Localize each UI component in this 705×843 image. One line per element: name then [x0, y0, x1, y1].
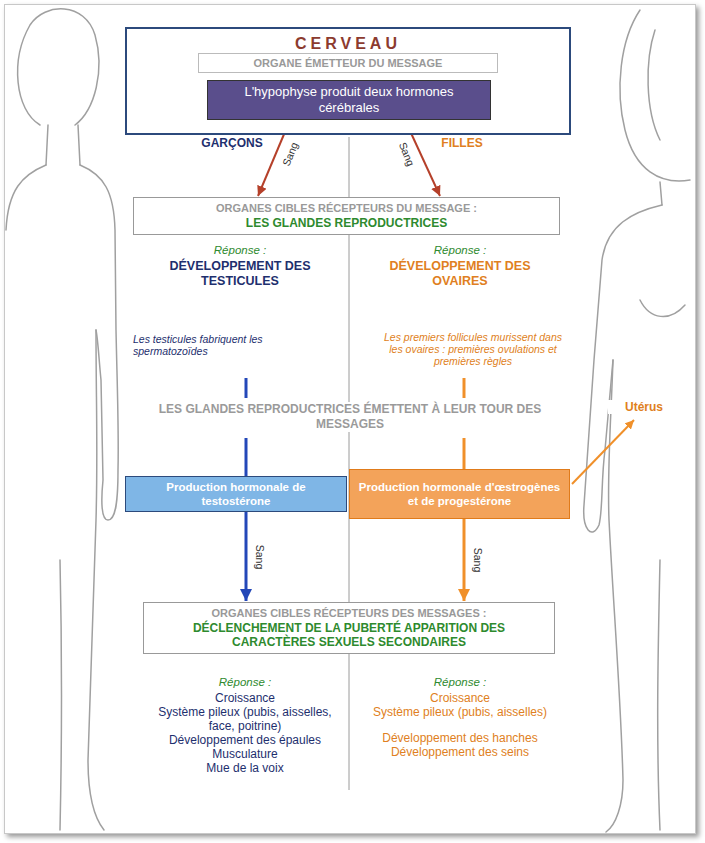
- response-text: DÉVELOPPEMENT DES TESTICULES: [150, 259, 330, 289]
- note-text: Les premiers follicules murissent dans l…: [378, 331, 568, 367]
- text-column: Réponse : CroissanceSystème pileux (pubis…: [145, 676, 345, 775]
- boy-leg: [88, 330, 104, 830]
- edge-label: Sang: [254, 542, 266, 571]
- girl-leg: [606, 360, 623, 832]
- edge-label: Sang: [472, 546, 484, 575]
- girl-inner-leg: [658, 560, 660, 830]
- trait-item: Développement des hanches: [382, 731, 537, 745]
- pituitary-box: L'hypophyse produit deux hormones cérébr…: [207, 80, 491, 120]
- text-column: Réponse : DÉVELOPPEMENT DES OVAIRES: [375, 244, 545, 289]
- organ-label: Utérus: [608, 400, 680, 414]
- boy-neck: [46, 125, 80, 165]
- blood-arrow: [463, 519, 466, 601]
- group-label: FILLES: [422, 136, 502, 150]
- boy-head: [18, 9, 99, 125]
- trait-item: Développement des seins: [391, 745, 529, 759]
- response-label: Réponse :: [434, 244, 486, 256]
- trait-item: Système pileux (pubis, aisselles): [373, 705, 547, 719]
- boy-arm: [80, 165, 118, 520]
- girl-neck: [660, 182, 662, 205]
- response-label: Réponse :: [214, 244, 266, 256]
- boy-shoulder: [6, 165, 46, 230]
- box-body: DÉCLENCHEMENT DE LA PUBERTÉ APPARITION D…: [150, 621, 548, 649]
- boys-flow-line: [245, 378, 248, 398]
- estrogen-box: Production hormonale d'œstrogènes et de …: [349, 469, 570, 519]
- edge-label: Sang: [396, 139, 418, 170]
- trait-item: Croissance: [430, 691, 490, 705]
- girls-flow-line: [463, 378, 466, 398]
- testosterone-box: Production hormonale de testostérone: [125, 476, 347, 512]
- target-glands-box: ORGANES CIBLES RÉCEPTEURS DU MESSAGE : LE…: [133, 197, 560, 235]
- girl-chest: [640, 300, 685, 316]
- girl-hair: [620, 10, 690, 181]
- girl-arm: [584, 205, 662, 532]
- response-label: Réponse :: [219, 676, 271, 688]
- box-body: LES GLANDES REPRODUCTRICES: [140, 216, 553, 230]
- note-text: Les testicules fabriquent les spermatozo…: [133, 333, 308, 357]
- box-title: Production hormonale de testostérone: [132, 480, 340, 508]
- box-title: ORGANE ÉMETTEUR DU MESSAGE: [203, 57, 493, 69]
- box-title: CERVEAU: [127, 35, 569, 53]
- trait-item: Système pileux (pubis, aisselles, face, …: [145, 705, 345, 733]
- girl-face: [648, 30, 660, 140]
- uterus-arrow: [572, 420, 634, 484]
- emitter-caption-box: ORGANE ÉMETTEUR DU MESSAGE: [198, 53, 498, 73]
- boys-flow-line: [245, 438, 248, 476]
- brain-panel: CERVEAU ORGANE ÉMETTEUR DU MESSAGE L'hypop…: [125, 27, 571, 135]
- puberty-box: ORGANES CIBLES RÉCEPTEURS DES MESSAGES :…: [143, 602, 555, 654]
- trait-item: Croissance: [215, 691, 275, 705]
- boy-inner-leg: [60, 560, 62, 830]
- stage-caption: LES GLANDES REPRODUCTRICES ÉMETTENT À LE…: [140, 402, 560, 432]
- trait-item: Mue de la voix: [206, 761, 283, 775]
- response-text: DÉVELOPPEMENT DES OVAIRES: [375, 259, 545, 289]
- box-title: L'hypophyse produit deux hormones cérébr…: [214, 84, 484, 116]
- text-column: Réponse : DÉVELOPPEMENT DES TESTICULES: [150, 244, 330, 289]
- trait-item: Musculature: [212, 747, 277, 761]
- response-label: Réponse :: [434, 676, 486, 688]
- girls-flow-line: [463, 438, 466, 469]
- box-title: Production hormonale d'œstrogènes et de …: [356, 480, 563, 508]
- text-column: Réponse : CroissanceSystème pileux (pubis…: [370, 676, 550, 759]
- box-title: ORGANES CIBLES RÉCEPTEURS DES MESSAGES :: [150, 607, 548, 619]
- edge-label: Sang: [279, 139, 301, 170]
- box-title: ORGANES CIBLES RÉCEPTEURS DU MESSAGE :: [140, 202, 553, 214]
- girl-outline: [584, 10, 690, 832]
- group-label: GARÇONS: [187, 136, 277, 150]
- trait-item: Développement des épaules: [169, 733, 321, 747]
- blood-arrow: [245, 512, 248, 601]
- boy-outline: [6, 9, 118, 830]
